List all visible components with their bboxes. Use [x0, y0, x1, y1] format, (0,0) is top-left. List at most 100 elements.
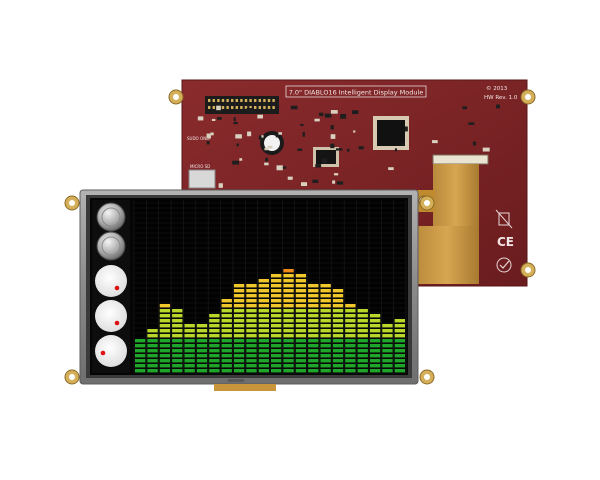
equalizer-segment — [258, 329, 269, 333]
smd-part — [261, 135, 264, 138]
equalizer-segment — [147, 334, 158, 338]
equalizer-segment — [172, 359, 183, 363]
equalizer-grid — [133, 200, 407, 374]
header-pin — [226, 106, 229, 109]
equalizer-segment — [246, 369, 257, 373]
equalizer-segment — [283, 354, 294, 358]
equalizer-segment — [320, 329, 331, 333]
equalizer-segment — [382, 324, 393, 328]
equalizer-segment — [295, 299, 307, 303]
equalizer-segment — [271, 294, 282, 298]
equalizer-segment — [394, 354, 405, 358]
equalizer-segment — [172, 334, 183, 338]
equalizer-segment — [233, 344, 245, 348]
equalizer-segment — [394, 339, 405, 343]
equalizer-segment — [258, 364, 269, 368]
equalizer-segment — [308, 364, 319, 368]
equalizer-segment — [246, 334, 257, 338]
equalizer-segment — [209, 334, 220, 338]
equalizer-segment — [172, 354, 183, 358]
equalizer-segment — [295, 334, 307, 338]
mounting-hole-icon — [64, 369, 80, 385]
processor-chip — [373, 116, 409, 150]
equalizer-segment — [172, 339, 183, 343]
smd-part — [211, 118, 216, 121]
equalizer-segment — [196, 344, 208, 348]
equalizer-segment — [135, 364, 146, 368]
equalizer-segment — [320, 289, 331, 293]
equalizer-segment — [295, 369, 307, 373]
equalizer-segment — [295, 364, 307, 368]
equalizer-segment — [135, 369, 146, 373]
equalizer-segment — [320, 309, 331, 313]
equalizer-segment — [357, 329, 368, 333]
smd-part — [300, 182, 308, 187]
smd-part — [314, 118, 320, 122]
equalizer-segment — [135, 339, 146, 343]
equalizer-segment — [221, 354, 232, 358]
equalizer-segment — [308, 369, 319, 373]
equalizer-segment — [357, 354, 368, 358]
equalizer-segment — [394, 364, 405, 368]
equalizer-segment — [394, 324, 405, 328]
equalizer-segment — [221, 299, 232, 303]
header-pin — [244, 106, 248, 109]
smd-part — [210, 132, 214, 136]
equalizer-segment — [159, 329, 171, 333]
header-pin — [267, 106, 271, 109]
equalizer-segment — [332, 309, 344, 313]
equalizer-segment — [382, 364, 393, 368]
equalizer-segment — [271, 369, 282, 373]
equalizer-segment — [184, 344, 195, 348]
equalizer-segment — [320, 359, 331, 363]
equalizer-segment — [271, 339, 282, 343]
equalizer-segment — [308, 304, 319, 308]
equalizer-segment — [332, 294, 344, 298]
equalizer-segment — [295, 344, 307, 348]
ce-mark: CE — [497, 235, 514, 249]
header-pin — [235, 106, 238, 109]
smd-part — [388, 167, 394, 171]
equalizer-segment — [295, 319, 307, 323]
header-pin — [249, 99, 252, 102]
equalizer-segment — [394, 349, 405, 353]
equalizer-segment — [345, 319, 356, 323]
smd-part — [247, 131, 252, 137]
equalizer-segment — [295, 349, 307, 353]
header-pin — [249, 106, 252, 109]
smd-part — [233, 121, 238, 125]
equalizer-segment — [332, 314, 344, 318]
equalizer-segment — [295, 339, 307, 343]
bottom-connector — [214, 384, 276, 391]
mounting-hole-icon — [419, 369, 435, 385]
header-pin — [267, 99, 271, 102]
equalizer-segment — [295, 329, 307, 333]
equalizer-segment — [382, 339, 393, 343]
equalizer-segment — [320, 339, 331, 343]
equalizer-segment — [196, 334, 208, 338]
equalizer-segment — [283, 344, 294, 348]
equalizer-segment — [147, 364, 158, 368]
equalizer-segment — [221, 314, 232, 318]
equalizer-segment — [320, 349, 331, 353]
smd-part — [197, 116, 204, 121]
smd-part — [236, 143, 239, 147]
smd-part — [315, 164, 322, 168]
equalizer-segment — [196, 329, 208, 333]
header-pin — [208, 106, 211, 109]
equalizer-segment — [308, 324, 319, 328]
pcb-title: 7.0" DIABLO16 Intelligent Display Module — [289, 89, 424, 97]
smd-part — [472, 141, 477, 146]
equalizer-segment — [196, 349, 208, 353]
equalizer-segment — [271, 304, 282, 308]
header-pin — [258, 106, 261, 109]
equalizer-segment — [308, 319, 319, 323]
equalizer-segment — [308, 299, 319, 303]
equalizer-segment — [271, 309, 282, 313]
equalizer-panel — [133, 200, 407, 374]
equalizer-segment — [283, 304, 294, 308]
equalizer-segment — [233, 329, 245, 333]
header-pin — [254, 106, 257, 109]
header-pin — [235, 99, 238, 102]
equalizer-segment — [271, 329, 282, 333]
